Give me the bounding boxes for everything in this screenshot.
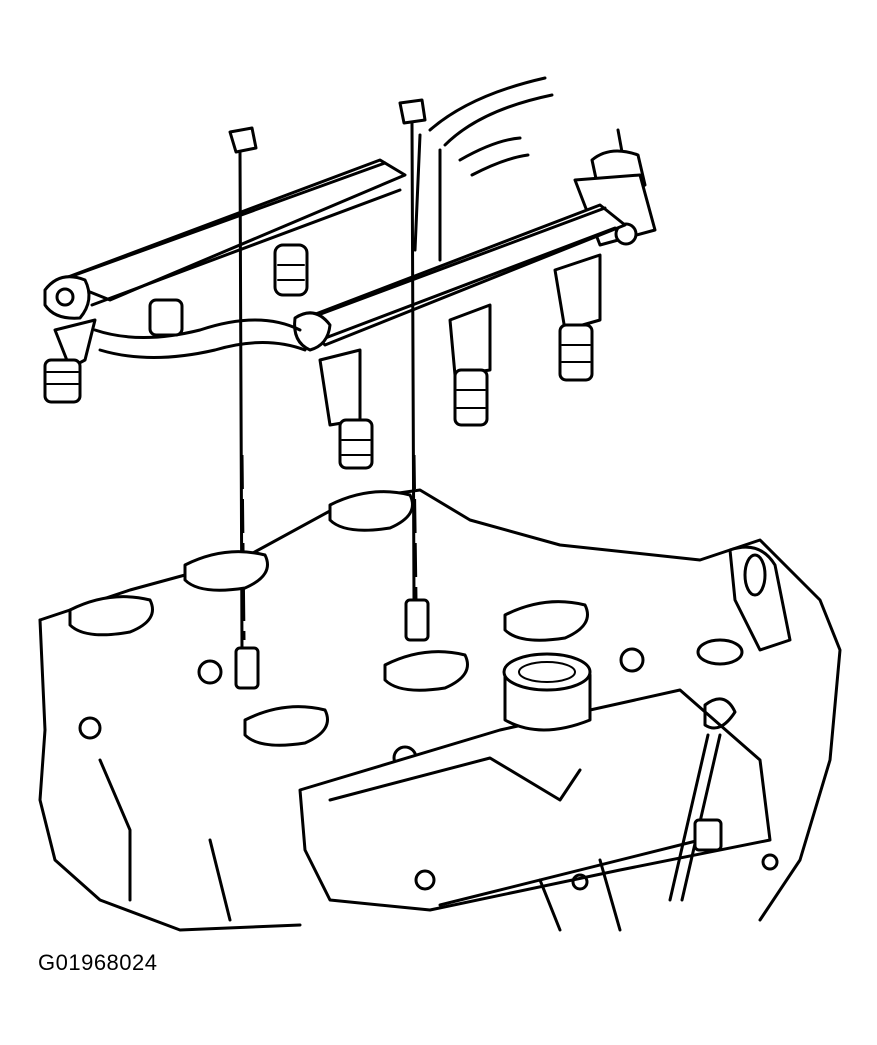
rail-crossover-tube (93, 318, 307, 359)
rear-fuel-rail (43, 158, 407, 320)
fuel-feed-lines (413, 76, 554, 262)
bolt-alignment-lines (240, 454, 418, 641)
engine-lift-bracket (728, 545, 792, 652)
oil-dipstick-tube (668, 638, 744, 902)
oil-fill-cap (502, 652, 592, 732)
front-fuel-rail (293, 203, 627, 352)
intake-manifold (38, 488, 842, 932)
fuel-rail-installation-illustration (38, 76, 842, 932)
front-fuel-injectors (318, 253, 602, 470)
figure-id-label: G01968024 (38, 950, 158, 975)
cylinder-head-lower-detail (98, 758, 779, 932)
rear-fuel-injectors (43, 243, 309, 404)
